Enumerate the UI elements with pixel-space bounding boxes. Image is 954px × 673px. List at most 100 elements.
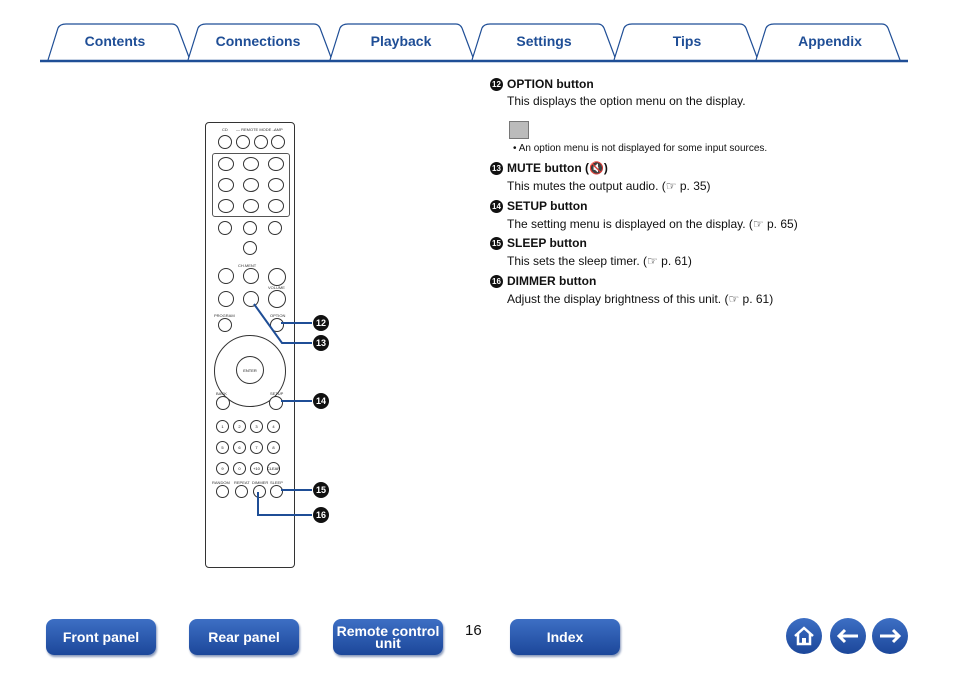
dpad-ring [214,335,286,407]
top-tab-bar: Contents Connections Playback Settings T… [0,0,954,64]
item-desc: The setting menu is displayed on the dis… [507,217,798,231]
item-desc: This displays the option menu on the dis… [507,94,746,108]
remote-button [243,157,259,171]
callout-badge: 13 [313,335,329,351]
power-icon [218,135,232,149]
arrow-right-icon[interactable] [872,618,908,654]
remote-label: PROGRAM [214,313,235,318]
remote-label: 9 [221,466,224,471]
remote-label: CH.MENT [238,263,257,268]
remote-button [243,241,257,255]
remote-label: DIMMER [252,480,269,485]
rear-panel-button[interactable]: Rear panel [189,619,299,655]
arrow-left-icon[interactable] [830,618,866,654]
callout-badge: 14 [313,393,329,409]
mute-icon [243,291,259,307]
item-title: DIMMER button [507,274,597,288]
remote-button [269,396,283,410]
remote-digit-button: 7 [250,441,263,454]
remote-digit-button: 5 [216,441,229,454]
remote-digit-button: 2 [233,420,246,433]
remote-label: SETUP [270,391,284,396]
tab-connections[interactable]: Connections [215,33,301,49]
item-title: SLEEP button [507,236,587,250]
callout-badge: 12 [313,315,329,331]
number-badge: 15 [490,236,503,250]
item-option: 12 OPTION button [490,77,594,91]
item-title: MUTE button (🔇) [507,161,608,175]
remote-button [270,318,284,332]
number-badge: 13 [490,161,503,175]
remote-label: — REMOTE MODE — [236,127,277,132]
front-panel-button[interactable]: Front panel [46,619,156,655]
remote-button [254,135,268,149]
remote-button [236,135,250,149]
remote-button [216,396,230,410]
volume-up-icon [268,268,286,286]
callout-badge: 16 [313,507,329,523]
tab-playback[interactable]: Playback [370,33,432,49]
volume-down-icon [268,290,286,308]
remote-button [270,485,283,498]
remote-label: ENTER [243,367,257,373]
remote-label: SLEEP [270,480,283,485]
remote-label: VOLUME [268,285,285,290]
remote-button [268,157,284,171]
item-title: SETUP button [507,199,588,213]
item-mute: 13 MUTE button (🔇) [490,161,608,175]
remote-digit-button: 1 [216,420,229,433]
remote-digit-button: 4 [267,420,280,433]
input-button-group [212,153,290,217]
item-sleep: 15 SLEEP button [490,236,587,250]
item-desc: This mutes the output audio. (☞ p. 35) [507,179,711,193]
remote-label: 6 [238,445,241,450]
remote-label: +10 [253,466,260,471]
remote-label: AMP [274,127,283,132]
tab-appendix[interactable]: Appendix [798,33,862,49]
tab-settings[interactable]: Settings [516,33,572,49]
number-badge: 16 [490,274,503,288]
number-badge: 12 [490,77,503,91]
number-badge: 14 [490,199,503,213]
enter-button: ENTER [236,356,264,384]
item-title: OPTION button [507,77,594,91]
remote-button [268,178,284,192]
remote-label: 1 [221,424,224,429]
note-text: • An option menu is not displayed for so… [513,143,768,154]
remote-button [218,178,234,192]
power-icon [271,135,285,149]
remote-label: CLEAR [266,466,281,471]
remote-button [243,268,259,284]
remote-button [218,157,234,171]
remote-button [243,178,259,192]
tab-tips[interactable]: Tips [672,33,702,49]
remote-button [218,291,234,307]
callout-badge: 15 [313,482,329,498]
tab-contents[interactable]: Contents [84,33,146,49]
note-pencil-icon [509,121,529,139]
remote-button [218,221,232,235]
page-number: 16 [465,622,482,639]
remote-control-image: CD — REMOTE MODE — AMP CH.MENT VOLUME PR… [205,122,295,568]
remote-control-unit-button[interactable]: Remote control unit [333,619,443,655]
remote-digit-button: CLEAR [267,462,280,475]
remote-digit-button: 8 [267,441,280,454]
remote-label: CD [222,127,228,132]
remote-label: 7 [255,445,258,450]
index-button[interactable]: Index [510,619,620,655]
remote-label: 0 [238,466,241,471]
remote-digit-button: 0 [233,462,246,475]
remote-digit-button: 9 [216,462,229,475]
remote-button [218,318,232,332]
home-icon[interactable] [786,618,822,654]
item-desc: This sets the sleep timer. (☞ p. 61) [507,254,692,268]
remote-label: REPEAT [234,480,250,485]
remote-button [218,268,234,284]
remote-button [268,221,282,235]
remote-button [235,485,248,498]
tab-outline [40,23,908,63]
remote-button [268,199,284,213]
remote-digit-button: +10 [250,462,263,475]
remote-button [253,485,266,498]
